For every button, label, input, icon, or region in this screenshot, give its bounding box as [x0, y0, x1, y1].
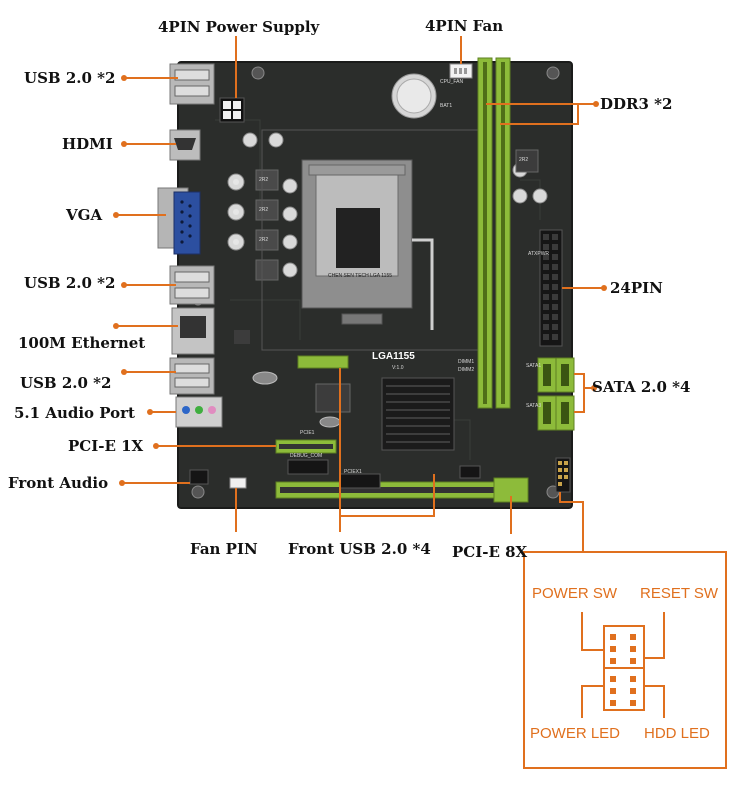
label-power-led: POWER LED: [530, 725, 621, 742]
label-hdd-led: HDD LED: [644, 725, 710, 742]
cpu-fan-label: CPU_FAN: [440, 79, 464, 85]
dimm2-label: DIMM2: [458, 367, 475, 373]
label-4pin-power-supply: 4PIN Power Supply: [158, 18, 320, 36]
label-sata: SATA 2.0 *4: [592, 378, 691, 396]
sata-ports: [537, 357, 575, 431]
pcie-8x-slot: [275, 477, 529, 503]
label-hdmi: HDMI: [62, 135, 113, 153]
pcie1-label: PCIE1: [300, 430, 315, 436]
front-usb-headers: [287, 459, 481, 489]
sata1-label: SATA1: [526, 363, 542, 369]
label-4pin-fan: 4PIN Fan: [425, 17, 504, 35]
label-fan-pin: Fan PIN: [190, 540, 258, 558]
dimm1-label: DIMM1: [458, 359, 475, 365]
io-vga: [157, 187, 201, 255]
front-usb-header-top: [297, 355, 349, 369]
socket-version: V:1.0: [392, 365, 404, 371]
io-audio: [175, 396, 223, 428]
label-front-usb: Front USB 2.0 *4: [288, 540, 431, 558]
label-usb-low: USB 2.0 *2: [20, 374, 112, 392]
cpu-socket: [261, 129, 483, 351]
label-power-sw: POWER SW: [532, 585, 617, 602]
misc-chips: [234, 149, 539, 428]
io-usb-top: [169, 63, 215, 105]
bat1-label: BAT1: [440, 103, 453, 109]
label-ddr3: DDR3 *2: [600, 95, 673, 113]
front-panel-callout: [523, 551, 727, 769]
label-24pin: 24PIN: [610, 279, 663, 297]
front-audio-header: [189, 469, 209, 485]
label-front-audio: Front Audio: [8, 474, 109, 492]
label-ethernet: 100M Ethernet: [18, 334, 146, 352]
socket-label: LGA1155: [372, 351, 415, 362]
label-vga: VGA: [66, 206, 103, 224]
leader-lines: [116, 36, 604, 552]
pcie-1x-slot: [275, 439, 337, 454]
atx-24pin: [539, 229, 563, 347]
cmos-battery: [391, 73, 437, 119]
fan-4pin-connector: [449, 63, 473, 79]
chip-mark-4: 2R2: [519, 157, 529, 163]
label-usb-top: USB 2.0 *2: [24, 69, 116, 87]
label-pcie-1x: PCI-E 1X: [68, 437, 144, 455]
chip-mark-1: 2R2: [259, 177, 269, 183]
sata3-label: SATA3: [526, 403, 542, 409]
chip-mark-3: 2R2: [259, 237, 269, 243]
power-4pin-connector: [219, 97, 245, 123]
label-audio-port: 5.1 Audio Port: [14, 404, 135, 422]
io-ethernet: [171, 307, 215, 355]
fan-pin-header: [229, 477, 247, 489]
chip-mark-2: 2R2: [259, 207, 269, 213]
atxpwr-label: ATXPWR: [528, 251, 550, 257]
front-panel-header: [555, 457, 571, 493]
label-pcie-8x: PCI-E 8X: [452, 543, 528, 561]
debug-com-label: DEBUG_COM: [290, 453, 323, 459]
label-usb-mid: USB 2.0 *2: [24, 274, 116, 292]
chipset-heatsink: [381, 377, 455, 451]
dimm-slots: [477, 57, 511, 409]
io-usb-mid: [169, 265, 215, 305]
io-usb-low: [169, 357, 215, 395]
label-reset-sw: RESET SW: [640, 585, 719, 602]
socket-brand: CHEN SEN TECH LGA 1155: [328, 273, 393, 279]
pciex1-label: PCIEX1: [344, 469, 362, 475]
leader-dots: [113, 75, 607, 486]
